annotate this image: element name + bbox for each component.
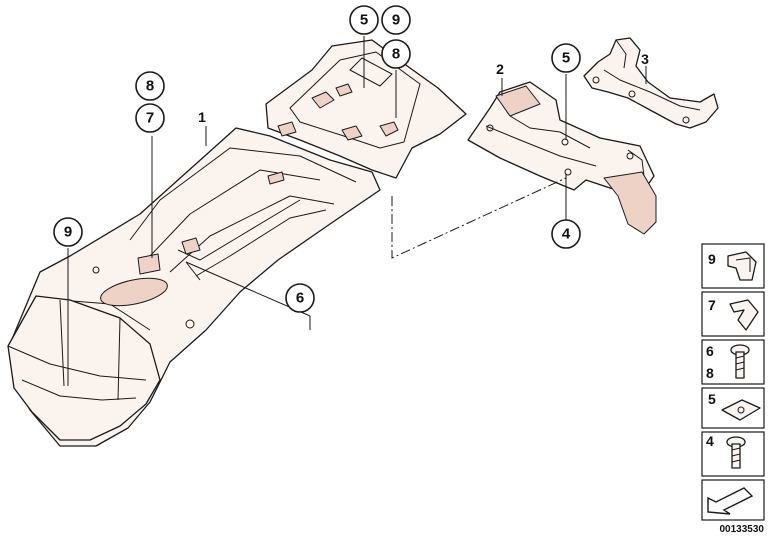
svg-text:9: 9: [64, 224, 72, 241]
callout-top-8: 8: [381, 39, 411, 69]
svg-text:4: 4: [562, 226, 571, 243]
svg-text:8: 8: [392, 46, 400, 63]
callout-left-8: 8: [135, 71, 165, 101]
svg-text:5: 5: [708, 391, 716, 407]
nut-clip-icon: [721, 399, 761, 421]
document-number: 00133530: [720, 524, 765, 535]
part-2-bracket: [467, 81, 657, 235]
svg-text:9: 9: [392, 12, 400, 29]
legend-item-7: 7: [701, 291, 765, 337]
legend-item-5: 5: [701, 387, 765, 429]
callout-left-7: 7: [135, 103, 165, 133]
callout-mid-6: 6: [285, 283, 315, 313]
callout-top-9: 9: [381, 5, 411, 35]
screw-icon: [730, 344, 750, 379]
svg-text:4: 4: [706, 433, 714, 449]
svg-text:7: 7: [146, 110, 154, 127]
callout-bracket-5: 5: [551, 43, 581, 73]
svg-text:6: 6: [296, 290, 304, 307]
svg-text:8: 8: [146, 78, 154, 95]
callout-left-9: 9: [53, 217, 83, 247]
callout-top-5: 5: [349, 5, 379, 35]
svg-text:8: 8: [706, 365, 714, 381]
part-3-handle-bracket: [583, 37, 719, 129]
svg-text:6: 6: [706, 343, 714, 359]
direction-arrow-icon: [707, 487, 754, 515]
legend-arrow: [701, 479, 765, 521]
legend-item-9: 9: [701, 243, 765, 289]
callout-bracket-4: 4: [551, 219, 581, 249]
label-part-2: 2: [496, 61, 504, 77]
part-1-rear-fender: [7, 39, 467, 447]
svg-text:9: 9: [708, 251, 716, 267]
svg-text:5: 5: [562, 50, 570, 67]
svg-text:5: 5: [360, 12, 368, 29]
clamp-icon: [729, 299, 759, 331]
legend-item-4: 4: [701, 431, 765, 477]
screw-icon: [726, 436, 746, 469]
label-part-3: 3: [641, 51, 649, 67]
label-part-1: 1: [198, 109, 206, 125]
svg-text:7: 7: [708, 297, 716, 313]
clip-icon: [727, 251, 757, 281]
legend: 9 7 6 8 5: [701, 243, 765, 521]
legend-item-6-8: 6 8: [701, 339, 765, 385]
